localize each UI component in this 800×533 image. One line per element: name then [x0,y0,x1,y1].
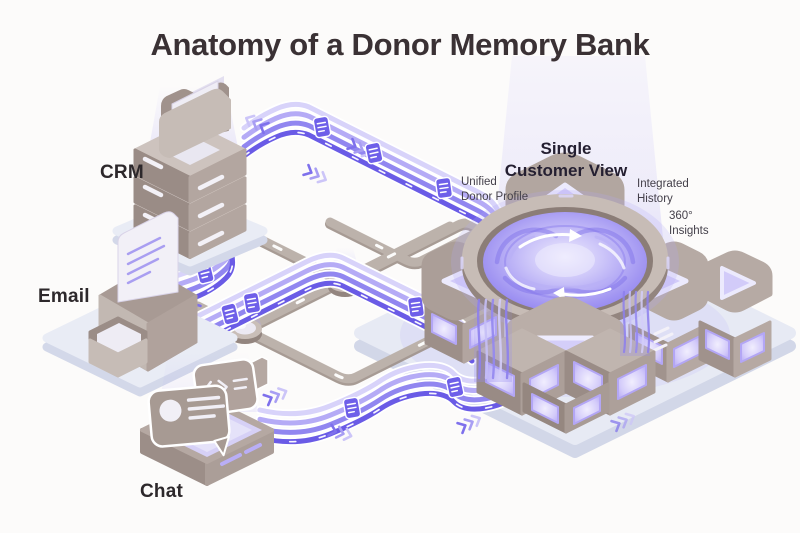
hub-title: Single Customer View [504,139,628,180]
data-packet-icon [242,291,262,315]
crm-label: CRM [100,162,144,183]
crm-folder-icon [159,76,231,158]
feature-integrated-history: Integrated History [637,178,689,206]
data-packet-icon [445,375,465,399]
hub-waterfall-right [620,290,651,356]
data-packet-icon [220,302,240,326]
email-folder-icon [88,316,148,378]
chevron-icon [302,163,330,187]
hub-structure [421,152,773,434]
email-source-icon [42,211,238,397]
chat-source-icon [140,352,274,486]
email-label: Email [38,286,90,307]
chevron-icon [262,384,290,407]
feature-unified-donor-profile: Unified Donor Profile [461,176,529,204]
page-title: Anatomy of a Donor Memory Bank [150,27,650,62]
data-packet-icon [342,396,362,420]
data-packet-icon [406,295,426,319]
hub-block-front [522,382,610,434]
hub-block-far-east [697,250,773,378]
chat-bubbles-icon [147,356,269,457]
data-packet-icon [312,115,332,139]
chevron-icon [456,411,484,435]
hub-waterfall-left [474,298,512,382]
feature-360-insights: 360° Insights [669,210,709,238]
data-packet-icon [434,176,454,200]
hub-swirl-arrows [504,233,626,297]
data-packet-icon [364,141,384,165]
chat-label: Chat [140,481,184,502]
